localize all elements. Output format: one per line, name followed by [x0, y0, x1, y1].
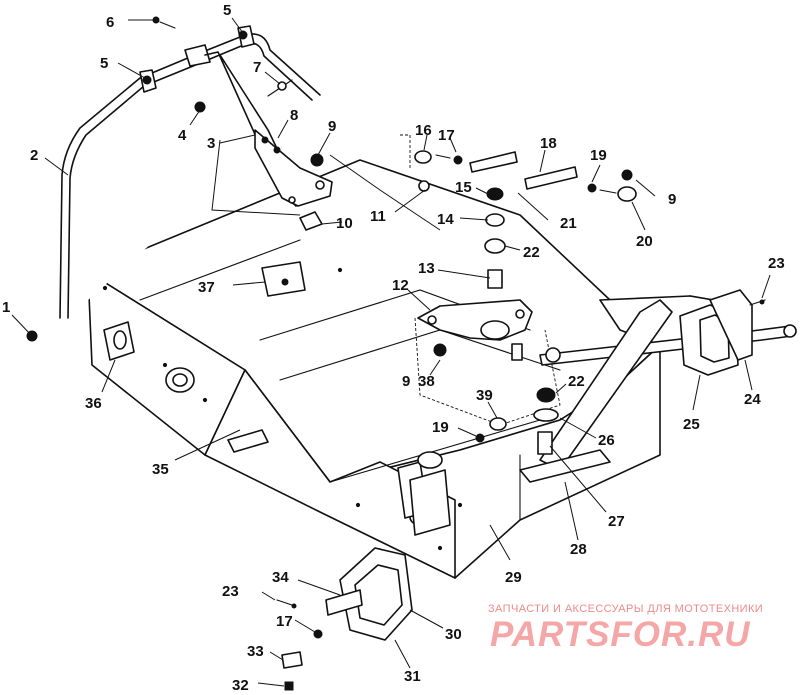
leader-lines: [11, 17, 771, 687]
callout-9c: 9: [402, 373, 410, 390]
callout-5a: 5: [223, 2, 231, 19]
callout-16: 16: [415, 122, 432, 139]
callout-10: 10: [336, 215, 353, 232]
callout-23a: 23: [768, 255, 785, 272]
callout-32: 32: [232, 677, 249, 694]
callout-17b: 17: [276, 613, 293, 630]
bolt-37: [281, 278, 289, 286]
callout-17a: 17: [438, 127, 455, 144]
callout-12: 12: [392, 277, 409, 294]
callout-8: 8: [290, 107, 298, 124]
watermark: ЗАПЧАСТИ И АКСЕССУАРЫ ДЛЯ МОТОТЕХНИКИ PA…: [488, 603, 763, 654]
callout-4: 4: [178, 127, 187, 144]
callout-37: 37: [198, 279, 215, 296]
ball-joint-19: [475, 433, 485, 443]
callout-25: 25: [683, 416, 700, 433]
steering-post: [204, 51, 333, 231]
callout-26: 26: [598, 432, 615, 449]
callout-33: 33: [247, 643, 264, 660]
watermark-tagline: ЗАПЧАСТИ И АКСЕССУАРЫ ДЛЯ МОТОТЕХНИКИ: [488, 603, 763, 615]
callout-20: 20: [636, 233, 653, 250]
callout-30: 30: [445, 626, 462, 643]
callout-22b: 22: [568, 373, 585, 390]
callout-13: 13: [418, 260, 435, 277]
callout-14: 14: [437, 211, 454, 228]
right-spindle: [539, 289, 797, 471]
callout-1: 1: [2, 299, 10, 316]
bushing-36: [113, 330, 127, 350]
callout-36: 36: [85, 395, 102, 412]
callout-31: 31: [404, 668, 421, 685]
callout-28: 28: [570, 541, 587, 558]
left-spindle: [276, 451, 451, 691]
chassis-frame: [87, 159, 731, 579]
callout-39: 39: [476, 387, 493, 404]
callout-18: 18: [540, 135, 557, 152]
watermark-brand: PARTSFOR.RU: [490, 615, 751, 654]
callout-9b: 9: [668, 191, 676, 208]
callout-23b: 23: [222, 583, 239, 600]
callout-11: 11: [370, 208, 386, 225]
callout-27: 27: [608, 513, 625, 530]
callout-35: 35: [152, 461, 169, 478]
callout-9a: 9: [328, 118, 336, 135]
lower-bushings: [519, 387, 611, 483]
callout-labels: 1 2 3 4 5 5 6 7 8 9 9 9 10 11 12 13 14 1…: [2, 2, 785, 694]
callout-7: 7: [253, 59, 261, 76]
callout-15: 15: [455, 179, 472, 196]
tie-rod-upper: [414, 150, 637, 202]
callout-19b: 19: [432, 419, 449, 436]
callout-22a: 22: [523, 244, 540, 261]
callout-29: 29: [505, 569, 522, 586]
callout-6: 6: [106, 14, 114, 31]
callout-2: 2: [30, 147, 38, 164]
callout-38: 38: [418, 373, 435, 390]
callout-5b: 5: [100, 55, 108, 72]
callout-24: 24: [744, 391, 761, 408]
joint-39: [489, 417, 507, 431]
callout-3: 3: [207, 135, 215, 152]
callout-21: 21: [560, 215, 577, 232]
callout-19a: 19: [590, 147, 607, 164]
callout-34: 34: [272, 569, 289, 586]
